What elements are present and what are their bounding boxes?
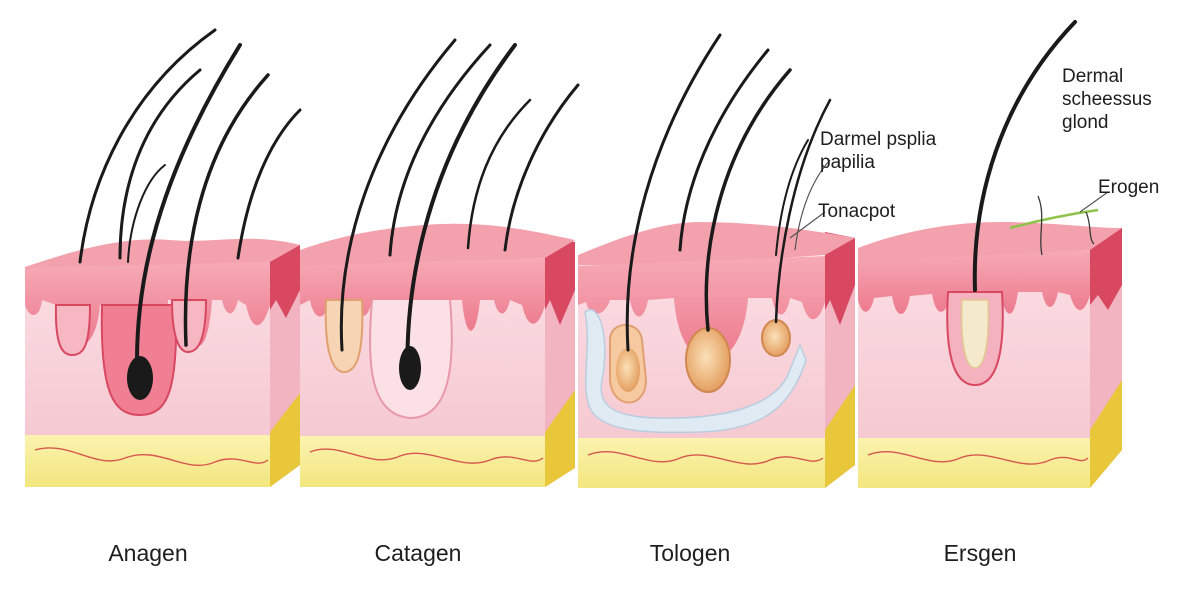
leader-erogen: [1079, 191, 1109, 213]
side-fat: [270, 393, 300, 487]
hair-shaft: [134, 43, 242, 394]
callout-line: scheessus: [1062, 89, 1152, 110]
stage-2-block: [300, 38, 580, 487]
side-epidermis: [545, 238, 575, 325]
hair-bulb: [127, 356, 153, 400]
hair-shaft: [678, 48, 770, 252]
hair-shaft: [704, 68, 792, 332]
hair-shaft: [774, 98, 832, 324]
top-face: [25, 238, 300, 275]
follicle-sheath: [584, 309, 807, 434]
hair-shaft: [78, 28, 217, 264]
fat-layer: [300, 436, 545, 487]
follicle-bulb-c: [170, 299, 208, 354]
blood-vessel: [587, 450, 824, 465]
sebaceous-gland: [1009, 208, 1099, 230]
callout-erogen: Erogen: [1098, 177, 1160, 198]
blood-vessel: [309, 448, 544, 464]
hair-shaft: [503, 83, 580, 252]
fat-layer: [858, 438, 1090, 488]
sebaceous-gland: [1085, 211, 1095, 245]
stage-label-catagen: Catagen: [374, 540, 462, 566]
follicle-bulb: [324, 299, 364, 374]
stage-4-block: [858, 20, 1122, 488]
side-epidermis: [825, 232, 855, 325]
blood-vessel: [34, 447, 269, 467]
hair-bulb: [399, 346, 421, 390]
fat-layer: [578, 438, 825, 488]
leader-dermal-papilia: [794, 159, 831, 251]
side-fat: [825, 385, 855, 488]
side-epidermis: [1090, 228, 1122, 310]
club-bulb: [685, 327, 731, 393]
stage-1-block: [25, 28, 302, 487]
follicle-inner: [960, 299, 990, 369]
stage-3-block: [578, 33, 855, 488]
hair-shaft: [972, 20, 1077, 292]
hair-shaft: [127, 164, 166, 263]
stage-label-ersgen: Ersgen: [943, 540, 1017, 566]
sebaceous-gland: [1037, 195, 1043, 256]
hair-shaft: [388, 43, 492, 257]
follicle-bulb-b: [54, 304, 92, 357]
hair-shaft: [183, 73, 270, 347]
side-epidermis: [270, 240, 300, 318]
callout-line: Darmel psplia: [820, 129, 937, 150]
callout-line: Dermal: [1062, 66, 1124, 87]
callout-line: papilia: [820, 152, 875, 173]
club-bulb: [616, 348, 640, 392]
top-face: [858, 222, 1122, 268]
side-fat: [1090, 380, 1122, 488]
callout-tonacpot: Tonacpot: [818, 201, 896, 222]
stage-label-tologen: Tologen: [649, 540, 731, 566]
hair-shaft: [118, 68, 202, 260]
epidermis: [578, 256, 825, 362]
hair-shaft: [466, 98, 532, 250]
hair-shaft: [775, 139, 809, 256]
hair-shaft: [625, 33, 722, 352]
callout-dermal-sebaceous: Dermal scheessus glond: [1062, 65, 1152, 134]
callout-dermal-papilia: Darmel psplia papilia: [820, 128, 936, 174]
blood-vessel: [867, 450, 1089, 465]
hair-shaft: [236, 108, 302, 260]
hair-shaft: [339, 38, 457, 352]
callout-line: glond: [1062, 112, 1109, 133]
leader-tonacpot: [789, 211, 826, 239]
stage-label-anagen: Anagen: [108, 540, 188, 566]
fat-layer: [25, 435, 270, 487]
side-fat: [545, 390, 575, 487]
club-bulb: [761, 319, 791, 357]
